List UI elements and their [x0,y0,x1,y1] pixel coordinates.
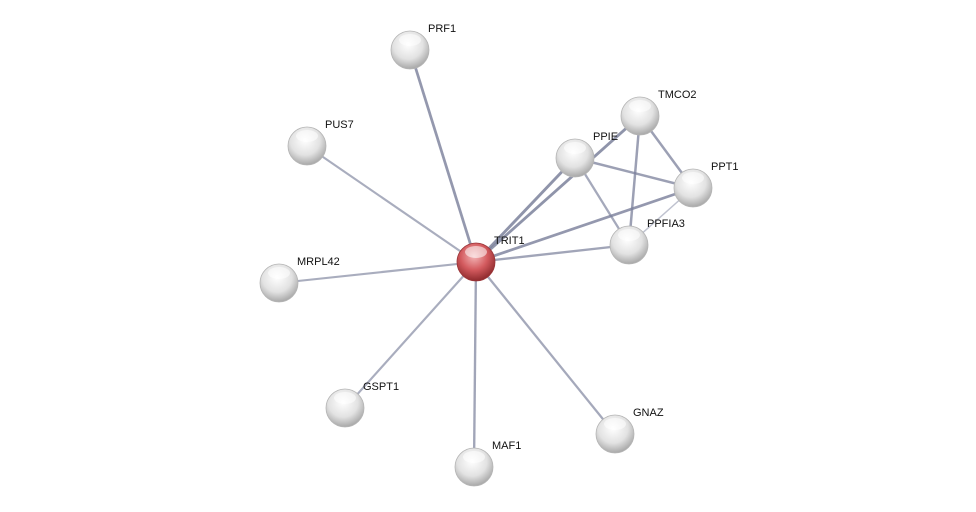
node-label: GSPT1 [363,381,399,393]
node-label: TMCO2 [658,89,697,101]
node-label: PPIE [593,131,618,143]
edge-trit1-gspt1[interactable] [344,261,477,409]
edge-trit1-gnaz[interactable] [475,261,616,435]
edge-trit1-ppie[interactable] [474,157,577,263]
edge-tmco2-ppfia3[interactable] [627,115,642,246]
node-highlight [296,130,318,142]
node-maf1[interactable]: MAF1 [454,440,521,487]
node-label: PPFIA3 [647,218,685,230]
node-label: MAF1 [492,440,521,452]
node-label: PPT1 [711,161,739,173]
node-highlight [618,229,640,241]
node-ppt1[interactable]: PPT1 [673,161,739,208]
node-prf1[interactable]: PRF1 [390,23,456,70]
node-label: PUS7 [325,119,354,131]
edge-trit1-tmco2[interactable] [475,114,641,264]
node-tmco2[interactable]: TMCO2 [620,89,697,136]
node-highlight [682,172,704,184]
node-highlight [399,34,421,46]
edge-trit1-prf1[interactable] [408,49,478,263]
node-highlight [604,418,626,430]
node-label: TRIT1 [494,235,525,247]
node-mrpl42[interactable]: MRPL42 [259,256,340,303]
edge-trit1-maf1[interactable] [472,261,478,468]
node-highlight [463,451,485,463]
node-pus7[interactable]: PUS7 [287,119,354,166]
edge-trit1-pus7[interactable] [306,145,477,263]
edge-trit1-ppt1[interactable] [475,186,694,264]
node-trit1[interactable]: TRIT1 [456,235,525,282]
node-label: GNAZ [633,407,664,419]
node-ppie[interactable]: PPIE [555,131,618,178]
node-highlight [334,392,356,404]
node-highlight [268,267,290,279]
node-label: PRF1 [428,23,456,35]
node-highlight [564,142,586,154]
node-gnaz[interactable]: GNAZ [595,407,664,454]
node-highlight [629,100,651,112]
node-highlight [465,246,487,258]
node-ppfia3[interactable]: PPFIA3 [609,218,685,265]
node-label: MRPL42 [297,256,340,268]
node-gspt1[interactable]: GSPT1 [325,381,399,428]
edge-trit1-ppfia3[interactable] [475,243,630,264]
edge-trit1-mrpl42[interactable] [278,260,477,285]
